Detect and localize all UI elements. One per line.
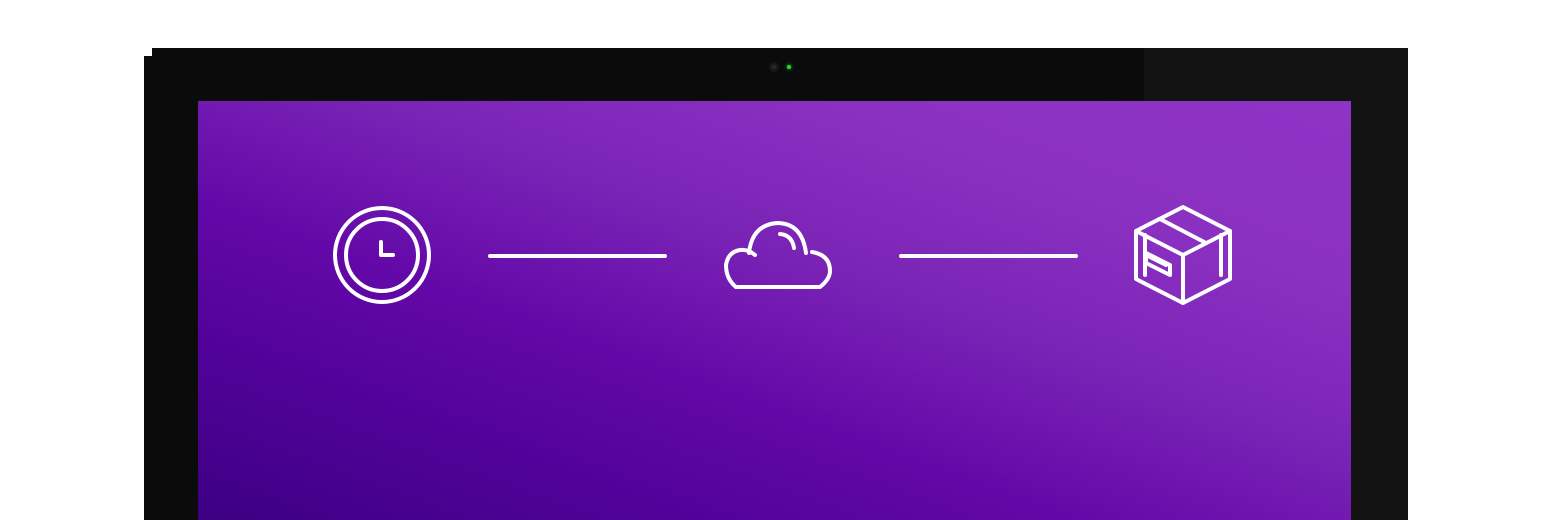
- clock-icon: [332, 205, 432, 305]
- flow-connector-line: [899, 254, 1078, 258]
- monitor-screen: [198, 101, 1351, 520]
- webcam-indicator-light: [787, 65, 791, 69]
- monitor-bezel-corner: [1392, 56, 1400, 64]
- flow-connector-line: [488, 254, 667, 258]
- webcam-icon: [769, 62, 779, 72]
- cloud-icon: [724, 219, 836, 291]
- package-box-icon: [1132, 204, 1234, 306]
